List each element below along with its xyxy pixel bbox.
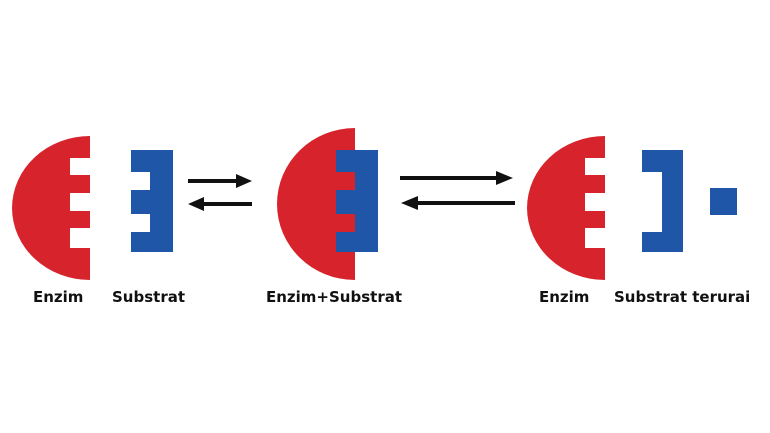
substrate-shape-complex [336, 150, 378, 252]
forward-arrowhead-2 [496, 171, 513, 185]
label-substrate-1: Substrat [112, 288, 186, 306]
label-enzyme-2: Enzim [539, 288, 590, 306]
label-products: Substrat terurai [614, 288, 751, 306]
enzyme-shape-1 [12, 136, 91, 280]
equilibrium-arrows-2 [400, 171, 515, 210]
reverse-arrowhead-1 [188, 197, 204, 211]
substrate-product-small [710, 188, 737, 215]
enzyme-substrate-complex [277, 128, 378, 280]
label-enzyme-1: Enzim [33, 288, 84, 306]
equilibrium-arrows-1 [188, 174, 252, 211]
label-complex: Enzim+Substrat [266, 288, 403, 306]
forward-arrowhead-1 [236, 174, 252, 188]
enzyme-shape-2 [527, 136, 605, 280]
substrate-shape-1 [131, 150, 173, 252]
reverse-arrowhead-2 [401, 196, 418, 210]
substrate-product-large [642, 150, 683, 252]
enzyme-shape-complex [277, 128, 355, 280]
